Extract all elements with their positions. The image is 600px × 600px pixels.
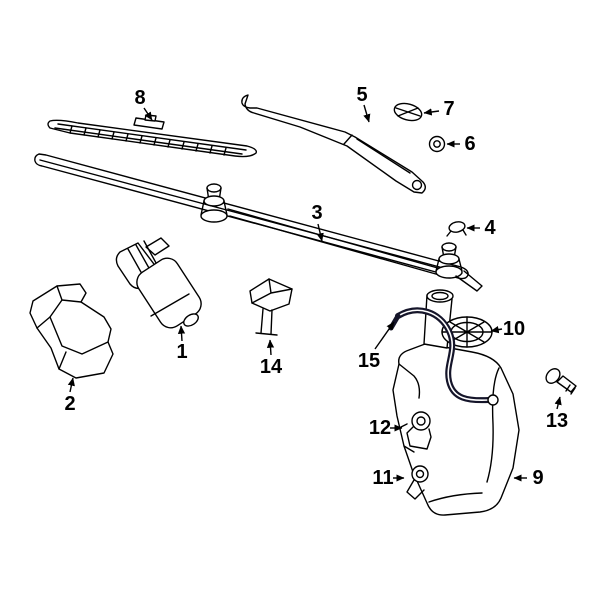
callout-arrow-8 — [143, 107, 153, 121]
washer-reservoir-part — [392, 343, 520, 516]
callout-label-15: 15 — [358, 350, 380, 372]
level-sensor-part — [406, 465, 429, 500]
callout-label-11: 11 — [372, 467, 393, 489]
callout-arrow-1 — [177, 325, 186, 342]
wiper-blade-part — [47, 114, 257, 158]
callout-arrow-3 — [316, 223, 324, 242]
callout-label-6: 6 — [464, 133, 475, 155]
callout-label-8: 8 — [134, 87, 145, 109]
washer-pump-part — [400, 411, 432, 450]
callout-arrow-7 — [423, 108, 440, 116]
pivot-nut-part — [446, 221, 467, 237]
artwork-layer — [29, 94, 577, 516]
filler-neck-cap-part — [423, 289, 493, 349]
wiper-linkage-part — [34, 153, 483, 292]
callout-label-2: 2 — [64, 393, 75, 415]
callout-label-12: 12 — [369, 417, 391, 439]
callout-arrow-15 — [374, 321, 395, 350]
callout-label-14: 14 — [260, 356, 283, 378]
wiper-motor-part — [115, 237, 202, 329]
callout-label-10: 10 — [503, 318, 525, 340]
callout-label-3: 3 — [311, 202, 322, 224]
callout-label-5: 5 — [356, 84, 367, 106]
callout-arrow-10 — [490, 326, 503, 334]
callout-arrow-2 — [67, 377, 75, 393]
arm-nut-part — [428, 135, 446, 153]
callout-label-13: 13 — [546, 410, 568, 432]
callout-label-9: 9 — [532, 467, 543, 489]
callout-arrow-13 — [554, 396, 562, 410]
callout-arrow-5 — [363, 104, 371, 123]
motor-cover-part — [29, 283, 114, 379]
callout-arrow-14 — [266, 339, 275, 356]
callout-label-1: 1 — [176, 341, 187, 363]
callout-label-4: 4 — [484, 217, 496, 239]
arm-cap-part — [393, 102, 423, 122]
washer-bulb-part — [545, 368, 577, 395]
washer-hose-part — [388, 307, 499, 406]
callout-label-7: 7 — [443, 98, 454, 120]
washer-nozzle-part — [249, 278, 293, 336]
wiper-arm-part — [241, 94, 426, 194]
